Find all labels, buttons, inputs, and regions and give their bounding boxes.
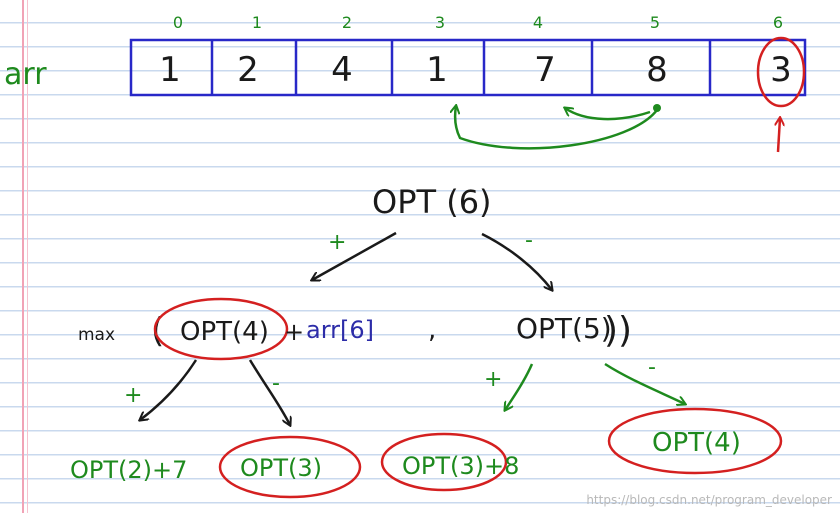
edge-label-right-left: + [484, 367, 502, 392]
margin-line [22, 0, 24, 513]
array-box [129, 38, 807, 97]
node-root: OPT (6) [372, 183, 492, 221]
index-2: 2 [342, 13, 352, 32]
edge-label-root-left: + [328, 230, 346, 255]
plus-sign: + [284, 318, 304, 346]
array-label: arr [4, 57, 47, 92]
left-paren: ( [151, 311, 164, 351]
value-1: 2 [237, 50, 259, 90]
circle-left-opt [153, 297, 289, 361]
pointer-arrow-red [778, 118, 780, 153]
node-right-opt: OPT(5) [516, 312, 612, 345]
arr-reference: arr[6] [306, 316, 374, 344]
index-1: 1 [252, 13, 262, 32]
comma: , [428, 315, 436, 345]
leaf-opt2-plus7: OPT(2)+7 [70, 456, 187, 484]
index-3: 3 [435, 13, 445, 32]
edge-label-left-right: - [272, 371, 280, 396]
edge-root-left [312, 231, 397, 280]
value-2: 4 [331, 50, 353, 90]
value-6: 3 [770, 50, 792, 90]
green-curve-long [455, 106, 658, 150]
leaf-opt3-left: OPT(3) [240, 454, 322, 482]
edge-right-left [505, 363, 534, 410]
circle-leaf-opt3-plus8 [380, 432, 508, 492]
edge-left-left [140, 359, 198, 420]
circle-leaf-opt3-left [218, 435, 362, 499]
index-5: 5 [650, 13, 660, 32]
edge-root-right [481, 232, 552, 290]
edge-left-right [248, 359, 290, 425]
circle-leaf-opt4-right [607, 407, 783, 475]
index-0: 0 [173, 13, 183, 32]
node-left-opt: OPT(4) [180, 317, 269, 347]
watermark: https://blog.csdn.net/program_developer [586, 493, 832, 507]
value-0: 1 [159, 50, 181, 90]
leaf-opt3-plus8: OPT(3)+8 [402, 452, 519, 480]
highlight-circle-last [756, 36, 806, 108]
index-4: 4 [533, 13, 543, 32]
edge-right-right [604, 362, 685, 404]
margin-line-inner [27, 0, 28, 513]
max-label: max [78, 325, 115, 345]
value-4: 7 [534, 50, 556, 90]
array-values: 1 2 4 1 7 8 3 [159, 50, 792, 90]
edge-label-root-right: - [525, 228, 533, 253]
array-indices: 0 1 2 3 4 5 6 [173, 13, 783, 32]
right-parens: )) [604, 310, 632, 351]
edge-label-left-left: + [124, 383, 142, 408]
green-curve-short [565, 108, 651, 121]
green-dot [653, 104, 661, 112]
value-5: 8 [646, 50, 668, 90]
index-6: 6 [773, 13, 783, 32]
edge-label-right-right: - [648, 355, 656, 380]
leaf-opt4-right: OPT(4) [652, 428, 741, 458]
value-3: 1 [426, 50, 448, 90]
